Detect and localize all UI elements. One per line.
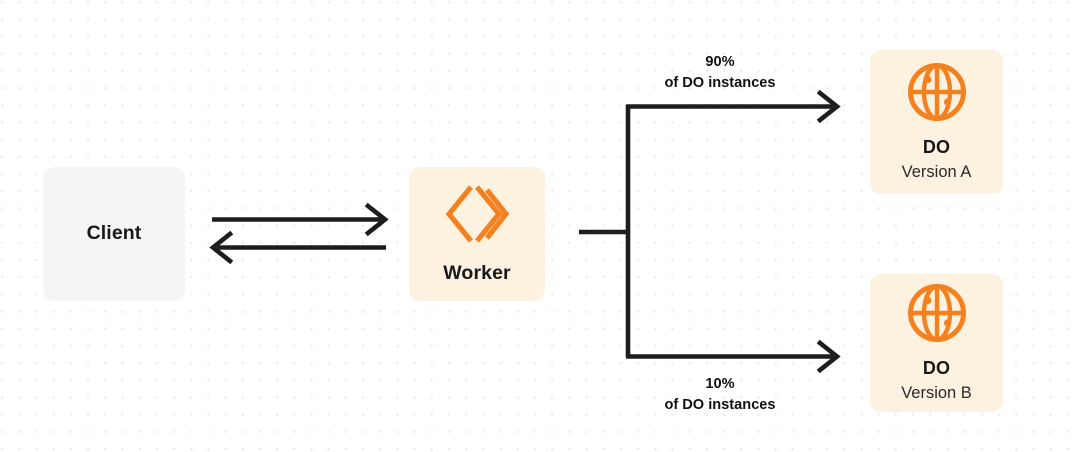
globe-icon [906, 282, 968, 344]
node-do-b-sublabel: Version B [901, 383, 972, 402]
node-worker[interactable]: Worker [409, 167, 545, 301]
node-do-b[interactable]: DO Version B [870, 274, 1003, 412]
node-do-a[interactable]: DO Version A [870, 50, 1003, 194]
edge-label-do-b-percent: 10% [705, 376, 735, 392]
node-do-a-label: DO [922, 137, 951, 158]
node-client-label: Client [86, 222, 142, 245]
edge-label-do-a: 90% of DO instances [620, 52, 820, 94]
node-worker-label: Worker [443, 261, 511, 284]
edge-label-do-b-caption: of DO instances [664, 397, 776, 414]
edge-label-do-a-percent: 90% [705, 54, 735, 70]
node-do-a-sublabel: Version A [901, 162, 972, 181]
node-do-b-label: DO [922, 358, 951, 379]
cloudflare-workers-icon [443, 183, 511, 245]
node-client[interactable]: Client [43, 167, 185, 301]
edge-label-do-b: 10% of DO instances [620, 374, 820, 416]
globe-icon [906, 61, 968, 123]
edge-label-do-a-caption: of DO instances [664, 75, 776, 92]
